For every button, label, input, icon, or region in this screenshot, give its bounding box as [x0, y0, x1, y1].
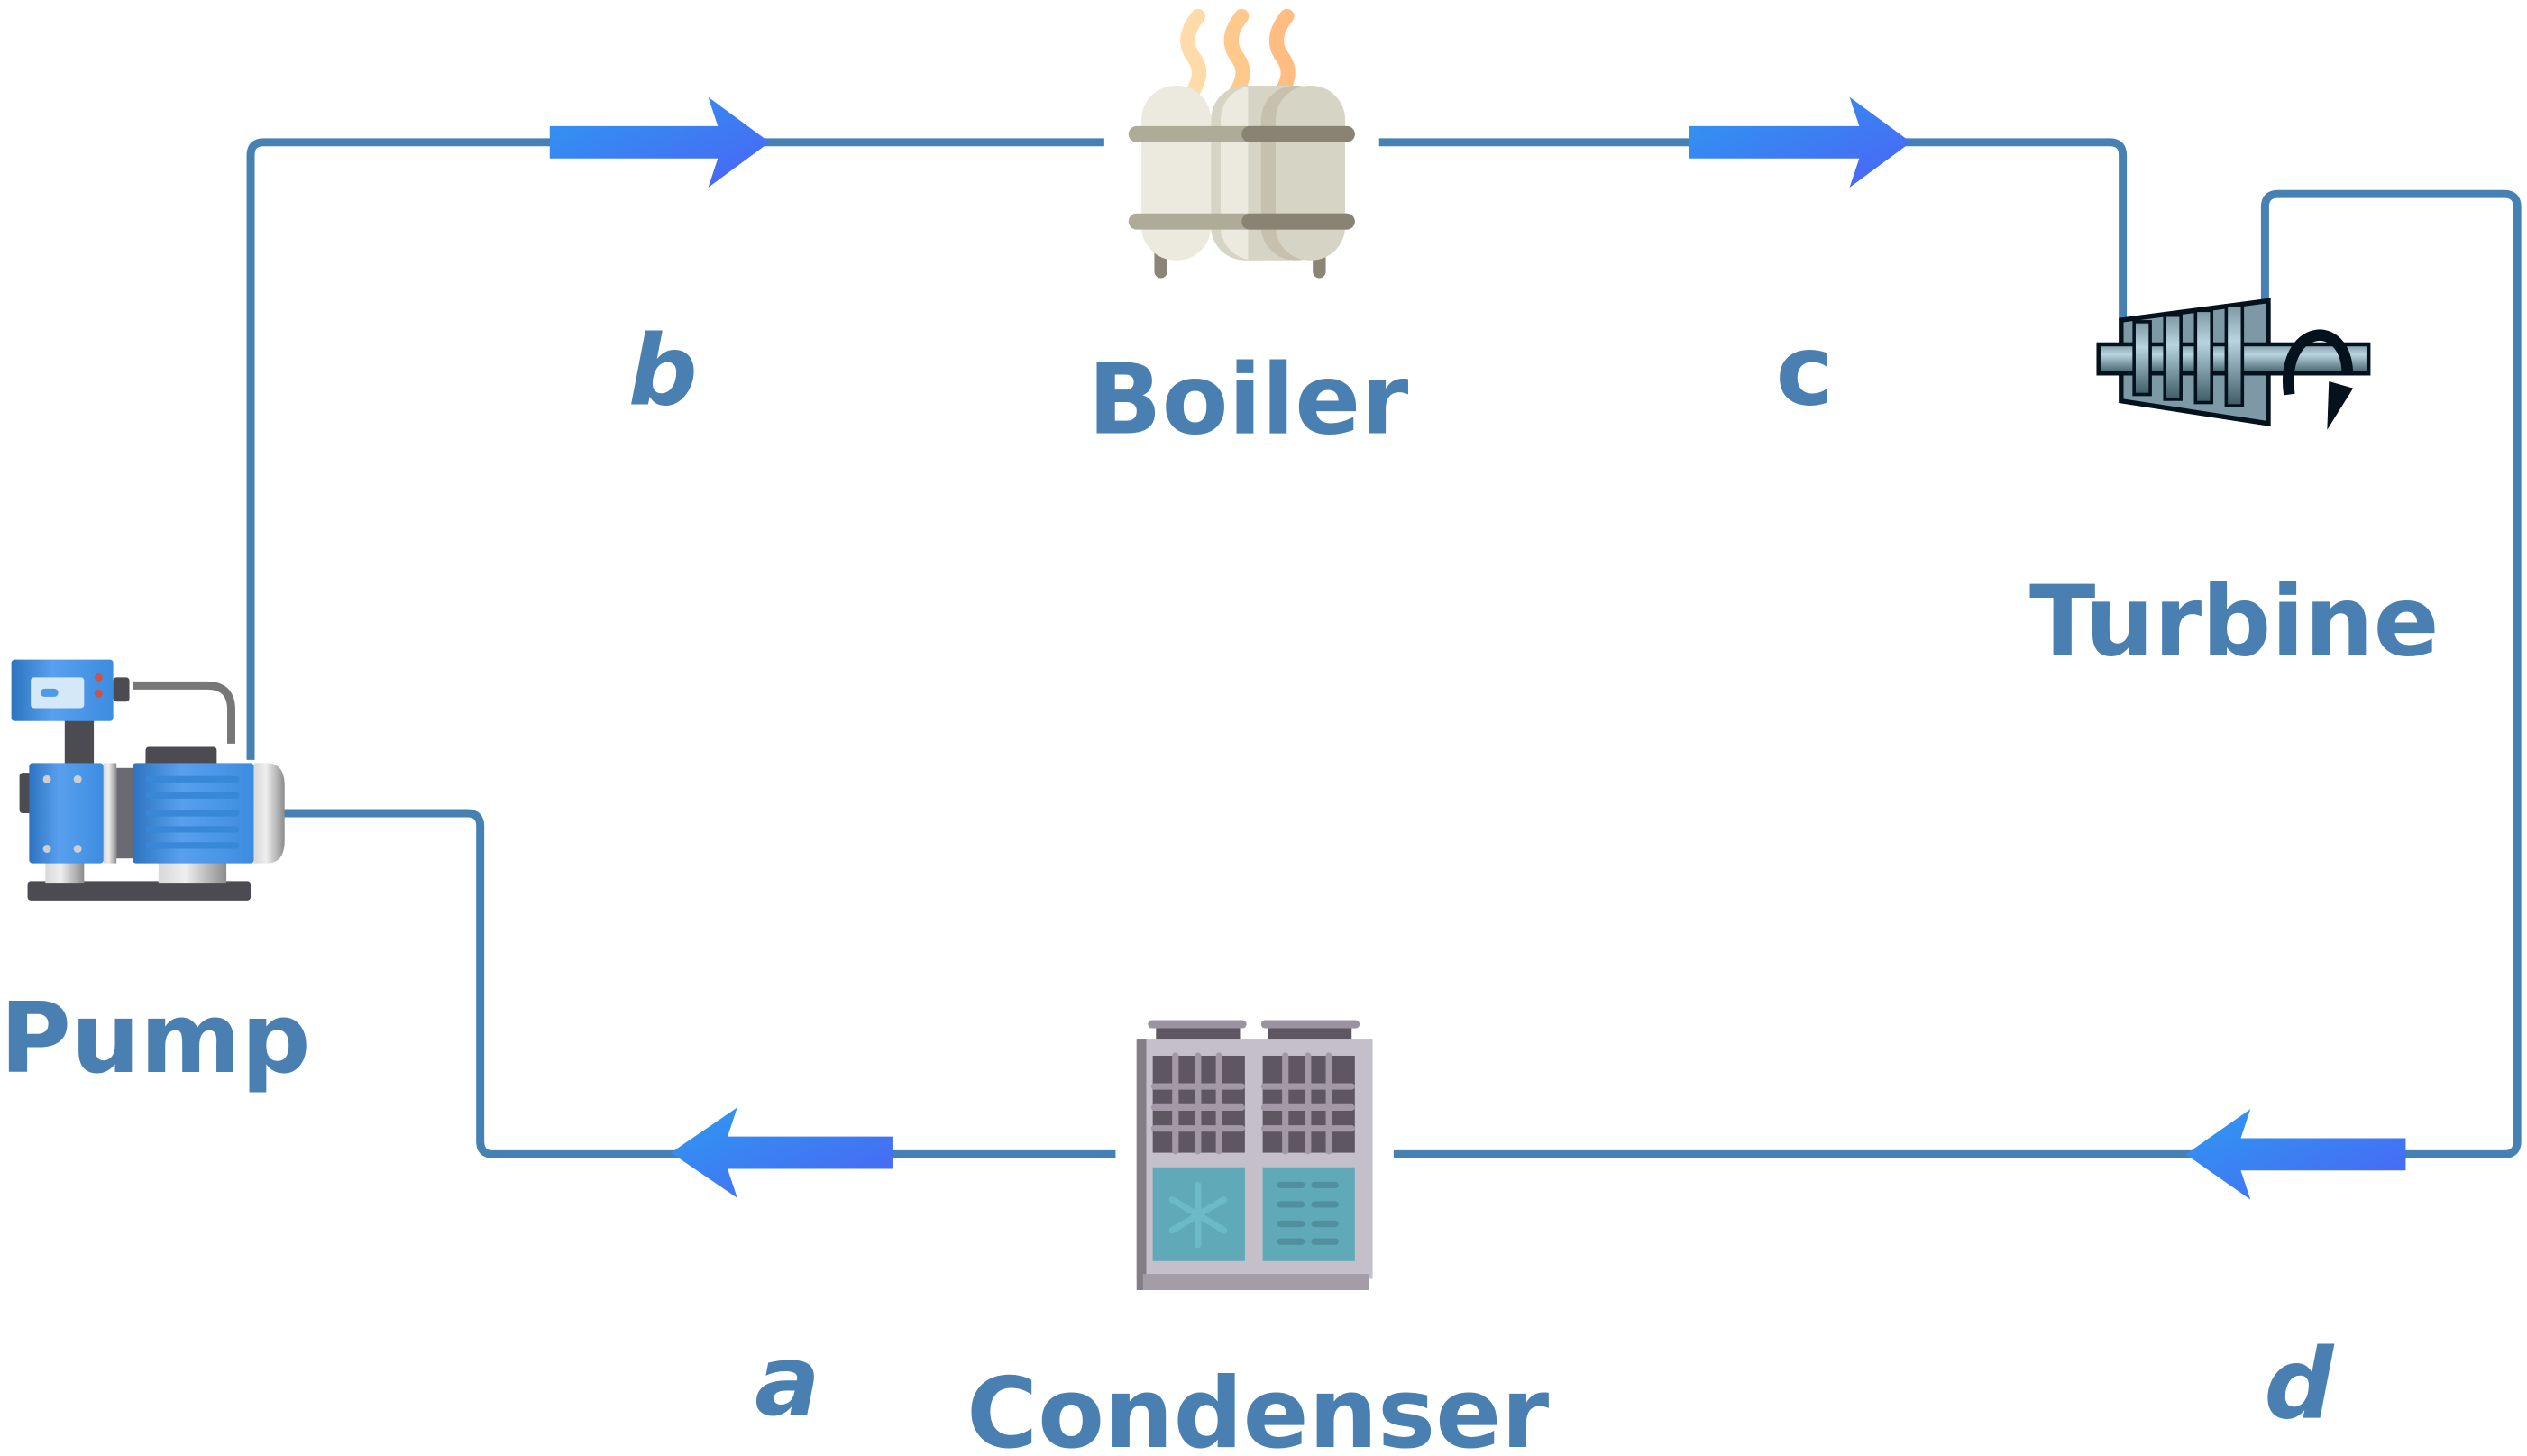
- boiler-radiator-icon: [1128, 8, 1355, 279]
- pipe-network: [246, 138, 2522, 1158]
- state-label-b: b: [628, 315, 698, 427]
- turbine-icon: [2096, 298, 2371, 430]
- condenser-label: Condenser: [966, 1358, 1549, 1456]
- pipe-pump-to-boiler: [246, 138, 1104, 760]
- turbine-label: Turbine: [2029, 565, 2440, 678]
- pipe-condenser-to-pump: [282, 809, 1116, 1158]
- pipe-boiler-to-turbine: [1378, 138, 2128, 321]
- pipe-turbine-to-condenser: [1393, 189, 2522, 1158]
- condenser-icon: [1136, 1020, 1373, 1291]
- flow-arrow-left-icon: [671, 1107, 893, 1198]
- state-label-d: d: [2265, 1329, 2335, 1442]
- flow-arrow-left-icon: [2185, 1109, 2406, 1200]
- flow-arrow-right-icon: [549, 96, 770, 188]
- pump-label: Pump: [0, 983, 311, 1095]
- boiler-label: Boiler: [1088, 344, 1409, 457]
- pump-icon: [11, 659, 285, 901]
- flow-arrow-right-icon: [1689, 96, 1911, 188]
- state-label-a: a: [755, 1325, 820, 1438]
- state-label-c: c: [1775, 315, 1833, 427]
